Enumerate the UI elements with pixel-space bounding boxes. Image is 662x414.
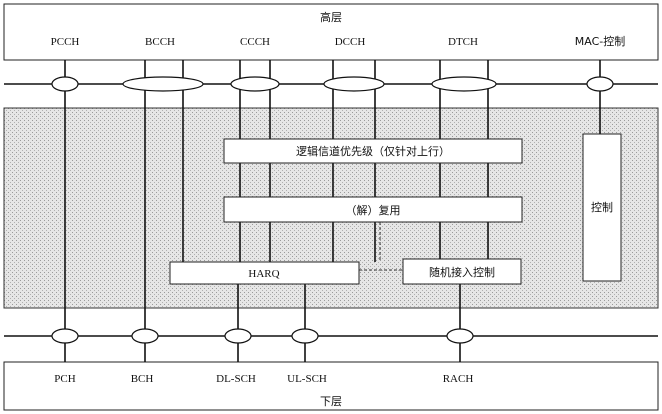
- harq-box: [169, 261, 360, 285]
- priority-label: 逻辑信道优先级（仅针对上行）: [296, 144, 450, 158]
- priority-box: [223, 138, 523, 164]
- bcch-sap: [122, 76, 204, 92]
- random-access-label: 随机接入控制: [429, 265, 495, 279]
- lower-layer-label: 下层: [320, 395, 342, 408]
- bcch-label: BCCH: [145, 36, 175, 48]
- pch-label: PCH: [54, 373, 75, 385]
- mac-control-label: MAC-控制: [575, 34, 625, 48]
- pch-sap: [51, 328, 79, 344]
- bch-label: BCH: [131, 373, 154, 385]
- rach-sap: [446, 328, 474, 344]
- dl-sch-label: DL-SCH: [216, 373, 256, 385]
- pcch-sap: [51, 76, 79, 92]
- mux-label: （解）复用: [346, 203, 401, 217]
- mux-box: [223, 196, 523, 223]
- control-box: [582, 133, 622, 282]
- ccch-label: CCCH: [240, 36, 270, 48]
- ul-sch-sap: [291, 328, 319, 344]
- mac-control-sap: [586, 76, 614, 92]
- ccch-sap: [230, 76, 280, 92]
- bch-sap: [131, 328, 159, 344]
- dcch-label: DCCH: [335, 36, 366, 48]
- rach-label: RACH: [443, 373, 474, 385]
- dtch-sap: [431, 76, 497, 92]
- dl-sch-sap: [224, 328, 252, 344]
- lower-layer-frame: [3, 361, 659, 411]
- upper-layer-label: 高层: [320, 10, 342, 24]
- ul-sch-label: UL-SCH: [287, 373, 327, 385]
- control-label: 控制: [591, 200, 613, 214]
- random-access-box: [402, 258, 522, 285]
- pcch-label: PCCH: [51, 36, 80, 48]
- dcch-sap: [323, 76, 385, 92]
- dtch-label: DTCH: [448, 36, 478, 48]
- harq-label: HARQ: [248, 268, 279, 280]
- upper-layer-frame: [3, 3, 659, 61]
